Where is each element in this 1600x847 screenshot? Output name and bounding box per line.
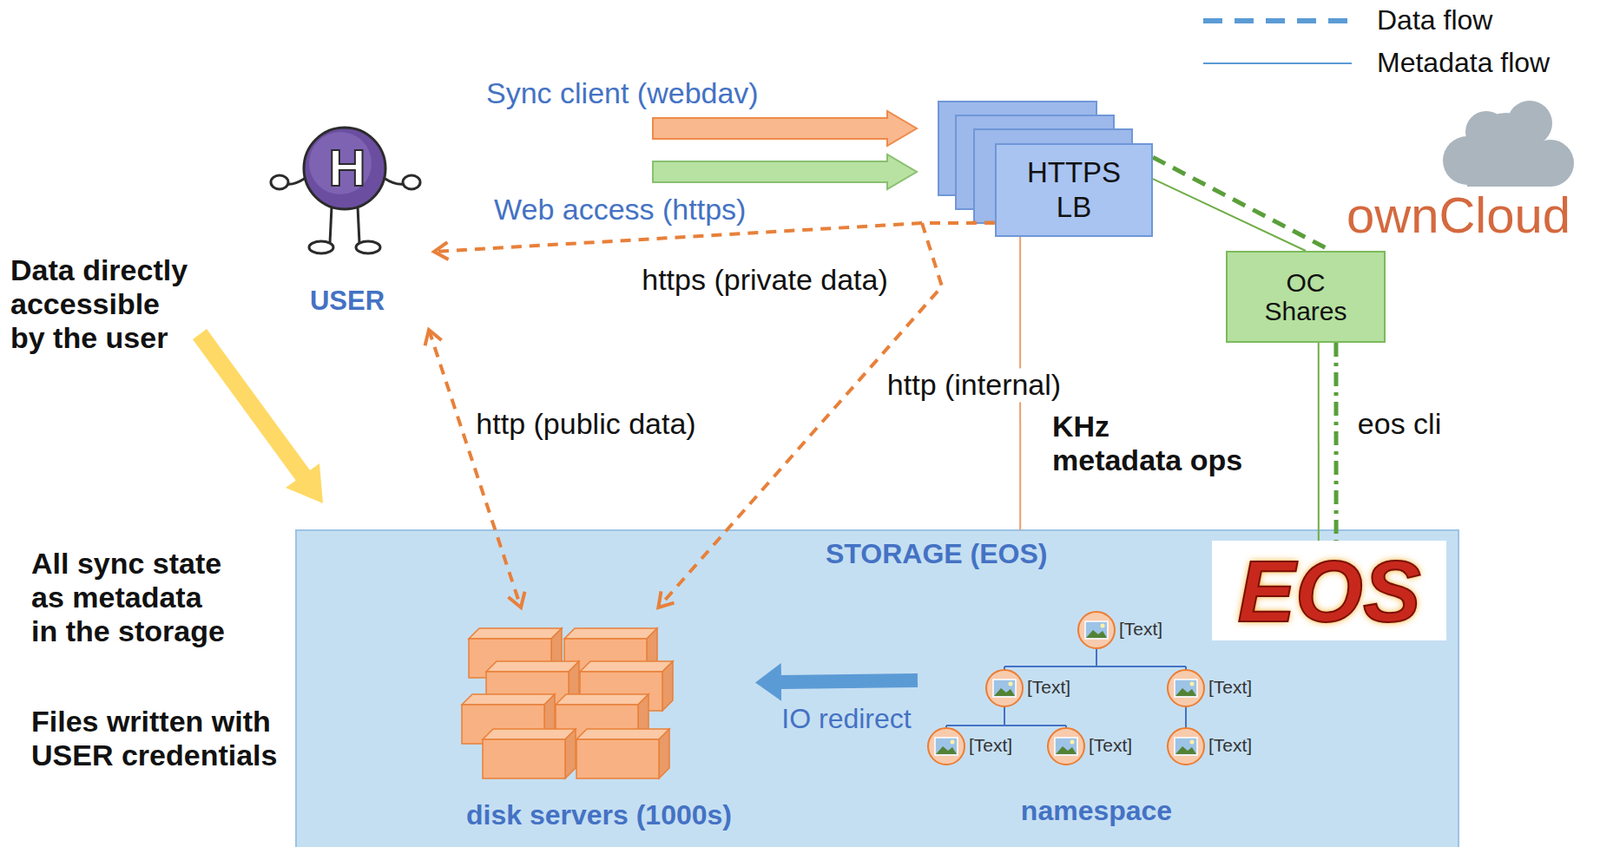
namespace-tree-icons [928,612,1205,765]
node-text: OC Shares [1256,268,1357,326]
connector [1152,157,1331,251]
node-text: EOS [1237,547,1421,635]
protocol-label: Sync client (webdav) [486,76,759,111]
edge-label: http (internal) [883,368,1065,402]
tree-item-label: [Text] [1027,677,1071,698]
connector [1152,178,1306,251]
legend-text: Metadata flow [1376,46,1550,80]
legend-line-sample [1203,18,1352,24]
edge-label: KHz metadata ops [1048,409,1249,478]
sync-arrows [652,111,917,190]
storage-band: STORAGE (EOS) disk servers (1000s) namespa… [296,530,1459,847]
node-text: namespace [1020,795,1173,828]
tree-item-label: [Text] [968,735,1013,757]
node-text: USER [309,285,385,317]
eos-logo: EOS [1211,540,1447,641]
note-text: Files written with USER credentials [31,704,285,773]
note-text: Data directly accessible by the user [10,253,195,356]
storage-ground [296,530,1459,847]
edge-label: IO redirect [777,703,915,736]
tree-item-label: [Text] [1119,618,1163,640]
tree-item-label: [Text] [1088,735,1133,757]
yellow-arrow [199,334,323,504]
protocol-label: Web access (https) [493,192,746,227]
user-figure: H USER [260,112,435,330]
logo-text: ownCloud [1346,186,1571,245]
node-text: H [328,142,366,195]
legend-line-sample [1203,62,1352,65]
connector [434,223,995,252]
connector [781,680,918,683]
edge-label: eos cli [1354,407,1445,442]
legend-text: Data flow [1376,4,1493,37]
node-text: disk servers (1000s) [466,799,732,832]
edge-label: http (public data) [472,407,699,442]
node-text: HTTPS LB [1017,155,1131,224]
connector [428,329,521,608]
node-text: STORAGE (EOS) [825,538,1047,571]
namespace-tree-lines [946,648,1186,729]
legend-samples [1203,20,1352,64]
connector [1317,342,1320,541]
tree-item-label: [Text] [1208,735,1252,757]
namespace-tree: namespace [917,606,1276,838]
owncloud-cloud [1442,100,1574,187]
connector [1333,342,1338,541]
load-balancer-box: HTTPS LB [994,143,1153,238]
disk-servers: disk servers (1000s) [442,607,756,843]
shares-box: OC Shares [1225,250,1386,343]
tree-item-label: [Text] [1208,677,1252,698]
note-text: All sync state as metadata in the storag… [31,546,230,649]
edge-label: https (private data) [638,263,891,297]
disk-server-cubes [461,628,673,779]
user-character [270,127,421,254]
